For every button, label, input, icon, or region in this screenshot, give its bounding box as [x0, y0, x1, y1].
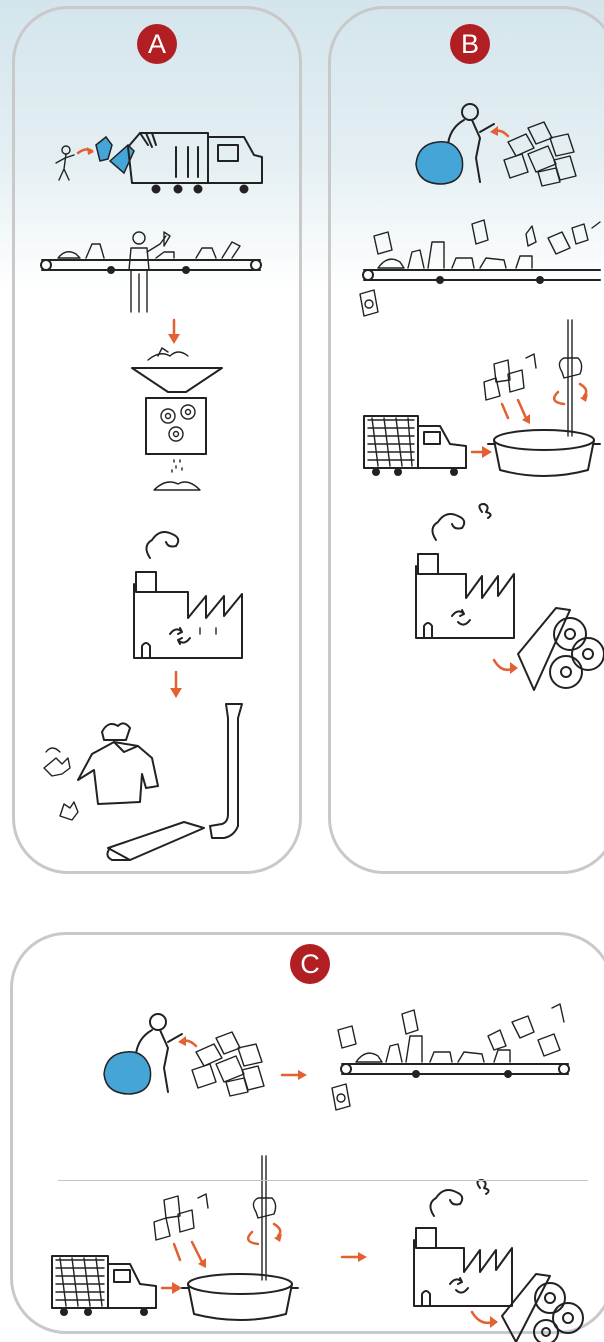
- sorting-conveyor-illustration: [36, 230, 266, 330]
- factory-illustration-a: [120, 522, 250, 662]
- garbage-truck-illustration: [48, 125, 273, 205]
- badge-a: A: [137, 24, 177, 64]
- shredder-machine-illustration: [126, 346, 226, 496]
- flow-arrow-down-2: [168, 670, 184, 700]
- flow-arrow-c-2: [340, 1250, 370, 1264]
- collection-bag-illustration-c: [98, 1008, 268, 1100]
- factory-illustration-b: [406, 504, 602, 694]
- sorting-conveyor-illustration-c: [328, 1000, 578, 1110]
- badge-c: C: [290, 944, 330, 984]
- badge-b: B: [450, 24, 490, 64]
- recycled-products-illustration: [34, 708, 268, 868]
- panel-c-divider: [58, 1180, 588, 1181]
- sorting-conveyor-illustration-b: [356, 218, 604, 328]
- flow-arrow-down-1: [166, 318, 182, 346]
- factory-illustration-c: [404, 1182, 600, 1342]
- pulping-vat-illustration-c: [46, 1204, 306, 1334]
- flow-arrow-c-1: [280, 1068, 310, 1082]
- collection-bag-illustration-b: [410, 98, 580, 190]
- pulping-vat-illustration-b: [358, 340, 604, 470]
